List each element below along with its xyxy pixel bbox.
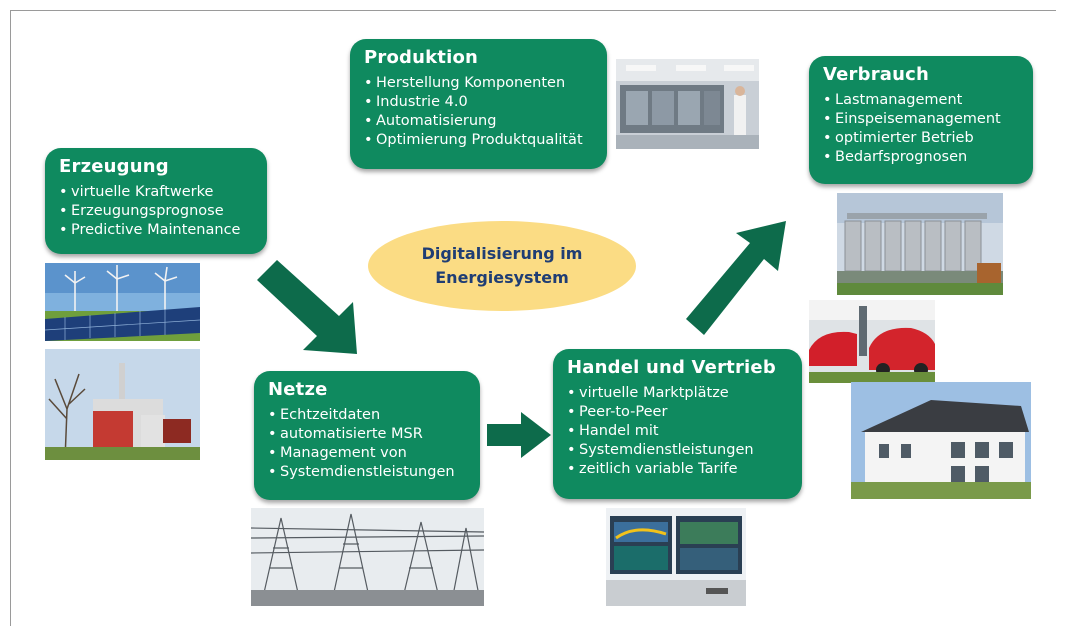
list-item: Management von: [268, 444, 468, 463]
arrow-handel-to-verbrauch: [686, 221, 786, 335]
list-item: Echtzeitdaten: [268, 406, 468, 425]
list-item: virtuelle Kraftwerke: [59, 183, 255, 202]
list-item: zeitlich variable Tarife: [567, 460, 790, 479]
box-title-handel: Handel und Vertrieb: [567, 357, 776, 378]
factory-photo: [616, 59, 759, 149]
list-item: Herstellung Komponenten: [364, 74, 595, 93]
list-item: virtuelle Marktplätze: [567, 384, 790, 403]
list-item: Einspeisemanagement: [823, 110, 1021, 129]
box-produktion: Produktion Herstellung Komponenten Indus…: [350, 39, 607, 169]
list-item: Peer-to-Peer: [567, 403, 790, 422]
list-item: automatisierte MSR: [268, 425, 468, 444]
center-title: Digitalisierung im Energiesystem: [421, 244, 583, 287]
arrow-erzeugung-to-netze: [257, 260, 357, 354]
list-item: Erzeugungsprognose: [59, 202, 255, 221]
list-item: Optimierung Produktqualität: [364, 131, 595, 150]
list-item: Systemdienstleistungen: [268, 463, 468, 482]
figure-frame: [10, 10, 1056, 626]
list-item: Automatisierung: [364, 112, 595, 131]
list-item: Bedarfsprognosen: [823, 148, 1021, 167]
box-verbrauch: Verbrauch Lastmanagement Einspeisemanage…: [809, 56, 1033, 184]
ev-charging-photo: [809, 300, 935, 383]
power-plant-photo: [45, 349, 200, 460]
box-title-verbrauch: Verbrauch: [823, 64, 930, 85]
list-item: Handel mit: [567, 422, 790, 441]
list-item: Industrie 4.0: [364, 93, 595, 112]
arrow-netze-to-handel: [487, 412, 551, 458]
list-item: Lastmanagement: [823, 91, 1021, 110]
box-title-produktion: Produktion: [364, 47, 479, 68]
control-room-photo: [606, 508, 746, 606]
box-handel: Handel und Vertrieb virtuelle Marktplätz…: [553, 349, 802, 499]
list-item: Systemdienstleistungen: [567, 441, 790, 460]
substation-photo: [251, 508, 484, 606]
house-solar-roof-photo: [851, 382, 1031, 499]
center-ellipse: Digitalisierung im Energiesystem: [368, 221, 636, 311]
box-title-erzeugung: Erzeugung: [59, 156, 169, 177]
box-title-netze: Netze: [268, 379, 328, 400]
list-item: optimierter Betrieb: [823, 129, 1021, 148]
wind-solar-photo: [45, 263, 200, 341]
list-item: Predictive Maintenance: [59, 221, 255, 240]
industrial-tanks-photo: [837, 193, 1003, 295]
box-netze: Netze Echtzeitdaten automatisierte MSR M…: [254, 371, 480, 500]
box-erzeugung: Erzeugung virtuelle Kraftwerke Erzeugung…: [45, 148, 267, 254]
